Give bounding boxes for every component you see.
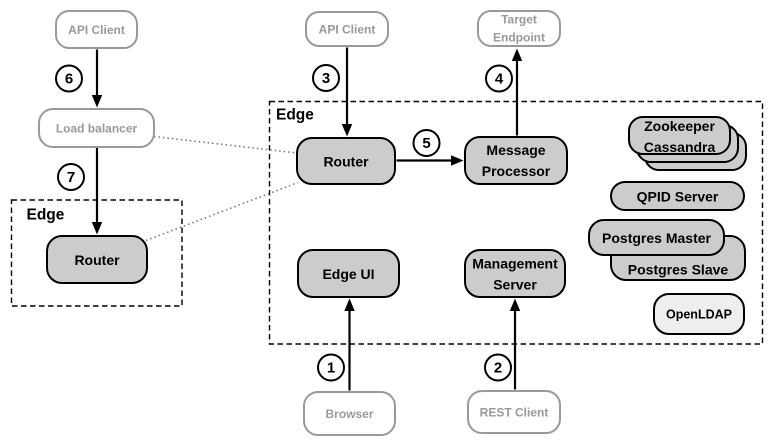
svg-text:Message: Message <box>486 142 545 158</box>
svg-text:Router: Router <box>74 252 120 268</box>
svg-text:Load balancer: Load balancer <box>56 122 138 136</box>
svg-text:Cassandra: Cassandra <box>644 139 716 155</box>
svg-text:Processor: Processor <box>482 163 551 179</box>
svg-text:API Client: API Client <box>68 23 125 37</box>
svg-text:OpenLDAP: OpenLDAP <box>666 308 732 322</box>
svg-text:Endpoint: Endpoint <box>493 31 545 45</box>
svg-text:REST Client: REST Client <box>480 406 549 420</box>
svg-text:1: 1 <box>327 360 335 377</box>
svg-text:API Client: API Client <box>319 23 376 37</box>
svg-text:Browser: Browser <box>325 407 373 421</box>
svg-text:Zookeeper: Zookeeper <box>644 118 715 134</box>
svg-text:Server: Server <box>493 277 537 293</box>
svg-text:4: 4 <box>495 71 504 88</box>
svg-text:Router: Router <box>323 154 369 170</box>
svg-text:Postgres Master: Postgres Master <box>602 230 711 246</box>
svg-text:5: 5 <box>422 135 430 152</box>
svg-text:Target: Target <box>501 13 537 27</box>
svg-text:2: 2 <box>494 360 502 377</box>
svg-text:QPID Server: QPID Server <box>637 189 719 205</box>
svg-text:Edge: Edge <box>276 107 314 124</box>
svg-text:6: 6 <box>65 71 73 88</box>
svg-text:3: 3 <box>322 70 330 87</box>
svg-text:Edge UI: Edge UI <box>322 266 374 282</box>
svg-text:Edge: Edge <box>27 207 65 224</box>
svg-text:Postgres Slave: Postgres Slave <box>628 262 729 278</box>
svg-text:Management: Management <box>472 256 558 272</box>
svg-text:7: 7 <box>67 169 75 186</box>
